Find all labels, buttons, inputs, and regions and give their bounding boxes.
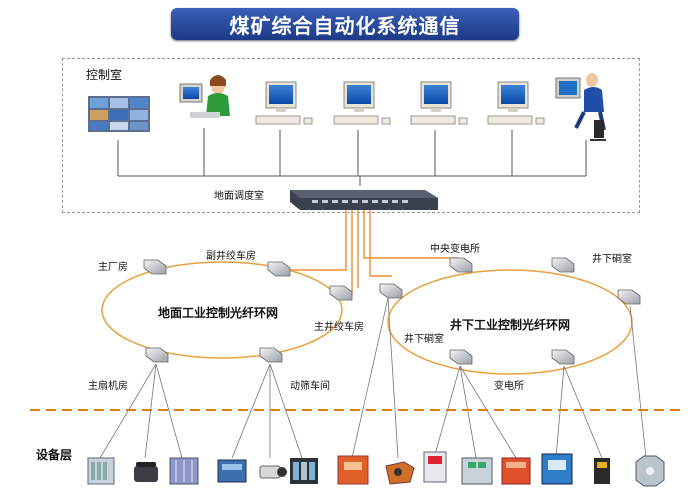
control-room-bus <box>117 128 587 186</box>
operator-man-icon <box>555 73 606 141</box>
workstation-icon-3 <box>410 81 468 125</box>
ring-switch-node <box>143 257 641 365</box>
sensor-box-icon <box>594 458 610 484</box>
workstation-icon-4 <box>487 81 545 125</box>
underground-ring-label: 井下工业控制光纤环网 <box>450 318 571 332</box>
workstation-icon-2 <box>333 81 391 125</box>
substation-box-icon-1 <box>461 457 493 485</box>
device-layer-label: 设备层 <box>36 448 73 462</box>
node-label-main-fan-room: 主扇机房 <box>88 381 128 392</box>
surface-ring-label: 地面工业控制光纤环网 <box>158 306 279 320</box>
substation-box-icon-2 <box>501 457 531 485</box>
plc-unit-icon <box>290 458 318 484</box>
node-label-central-substation: 中央变电所 <box>430 244 480 255</box>
node-label-main-plant: 主厂房 <box>98 262 128 273</box>
node-label-underground-chamber-2: 井下硐室 <box>404 334 444 345</box>
diagram-title: 煤矿综合自动化系统通信 <box>171 8 519 40</box>
node-label-main-winch: 主井绞车房 <box>314 322 364 333</box>
controller-module-icon <box>217 459 247 483</box>
node-label-auxiliary-winch: 副井绞车房 <box>206 251 256 262</box>
control-room-box <box>62 58 640 213</box>
node-label-jig-workshop: 动筛车间 <box>290 381 330 392</box>
junction-box-icon <box>635 455 665 487</box>
telephone-icon <box>134 462 158 482</box>
workstation-icon-1 <box>255 81 313 125</box>
node-label-substation: 变电所 <box>494 381 524 392</box>
control-cabinet-icon <box>541 453 573 485</box>
video-wall-icon <box>88 96 150 132</box>
operator-woman-icon <box>179 75 230 118</box>
explosion-proof-box-icon-2 <box>385 461 415 485</box>
core-switch-icon <box>290 190 438 210</box>
node-label-underground-chamber-1: 井下硐室 <box>592 254 632 265</box>
monitor-station-icon <box>423 451 447 483</box>
explosion-proof-box-icon-1 <box>337 455 369 485</box>
plc-rack-icon <box>87 457 115 485</box>
surface-ring <box>101 261 343 359</box>
control-room-label: 控制室 <box>86 68 123 82</box>
dispatch-room-label: 地面调度室 <box>214 191 264 202</box>
camera-icon <box>259 465 287 479</box>
io-module-icon <box>169 457 199 485</box>
